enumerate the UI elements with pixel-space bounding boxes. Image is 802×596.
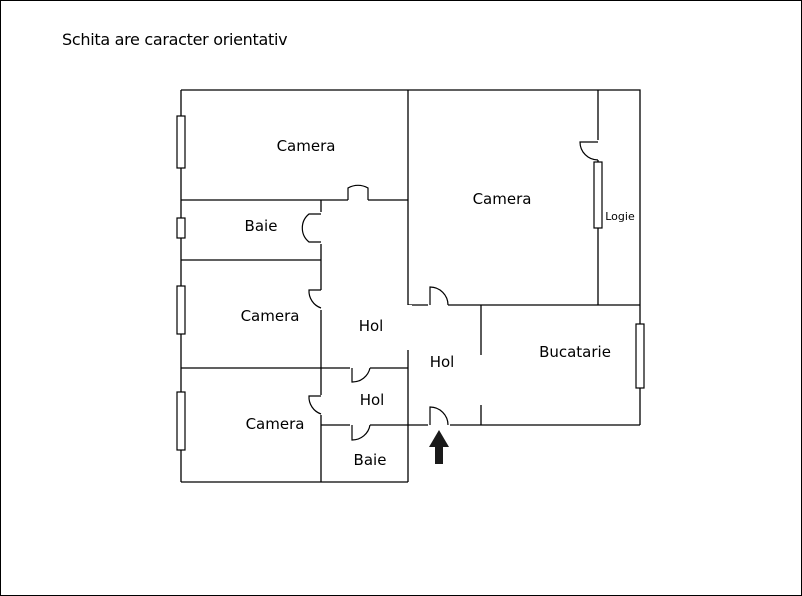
label-camera-top: Camera — [277, 137, 336, 155]
door-baie-top — [301, 213, 321, 243]
label-camera-right: Camera — [473, 190, 532, 208]
label-hol-center: Hol — [430, 353, 455, 371]
door-camera-bottom — [308, 395, 322, 415]
doors — [301, 141, 599, 441]
label-baie-bottom: Baie — [354, 451, 387, 469]
door-baie-bottom — [351, 424, 371, 441]
label-hol-left: Hol — [359, 317, 384, 335]
window-baie-top — [176, 217, 186, 239]
door-logie — [579, 141, 599, 161]
window-camera-mid — [176, 285, 186, 335]
label-camera-bottom: Camera — [246, 415, 305, 433]
door-camera-mid — [308, 289, 322, 309]
label-hol-small: Hol — [360, 391, 385, 409]
door-camera-top — [347, 184, 369, 200]
door-entrance — [429, 406, 449, 426]
label-baie-top: Baie — [245, 217, 278, 235]
label-bucatarie: Bucatarie — [539, 343, 611, 361]
window-logie — [593, 161, 603, 229]
window-bucatarie — [635, 323, 645, 389]
window-camera-bottom — [176, 391, 186, 451]
window-camera-top — [176, 115, 186, 169]
label-camera-mid: Camera — [241, 307, 300, 325]
door-camera-right — [429, 286, 449, 306]
door-hol-small-top — [351, 367, 371, 383]
windows — [176, 115, 645, 451]
entrance-arrow-icon — [429, 430, 449, 464]
openings — [317, 140, 602, 429]
label-logie: Logie — [605, 210, 635, 223]
disclaimer-note: Schita are caracter orientativ — [62, 30, 288, 49]
